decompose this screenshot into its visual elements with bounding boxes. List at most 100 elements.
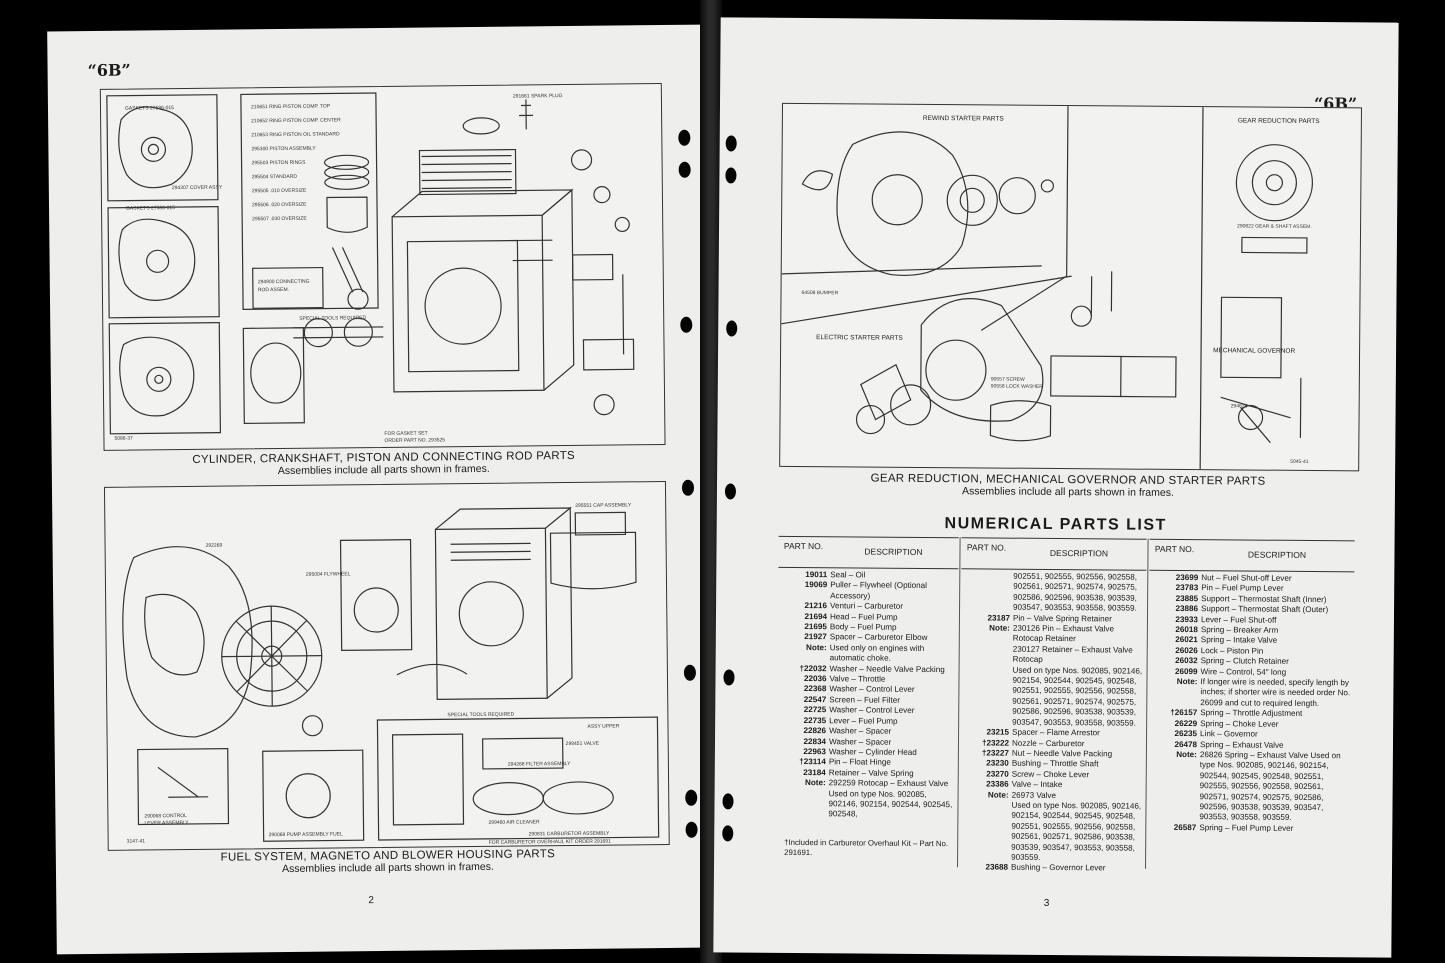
svg-text:FOR CARBURETOR OVERHAUL KIT OR: FOR CARBURETOR OVERHAUL KIT ORDER 291691: [489, 839, 611, 846]
svg-text:GASKETS 27586-015: GASKETS 27586-015: [126, 205, 175, 212]
svg-text:LEVER ASSEMBLY: LEVER ASSEMBLY: [144, 820, 189, 826]
svg-text:295506 .020 OVERSIZE: 295506 .020 OVERSIZE: [252, 202, 307, 209]
svg-text:294900 CONNECTING: 294900 CONNECTING: [258, 279, 310, 286]
part-number: 21694: [804, 611, 828, 621]
binder-hole: [722, 825, 734, 842]
svg-text:295300 PISTON ASSEMBLY: 295300 PISTON ASSEMBLY: [251, 146, 316, 153]
svg-text:290831 CARBURETOR ASSEMBLY: 290831 CARBURETOR ASSEMBLY: [529, 831, 610, 838]
parts-list-row: Note:26826 Spring – Exhaust Valve Used o…: [1147, 750, 1353, 824]
part-number: †22032: [799, 663, 827, 673]
part-description: If longer wire is needed, specify length…: [1200, 677, 1351, 708]
part-number: 26032: [1175, 656, 1198, 666]
svg-text:295004 FLYWHEEL: 295004 FLYWHEEL: [306, 571, 351, 577]
part-number: 23688: [985, 862, 1009, 873]
carburetor-kit-footnote: †Included in Carburetor Overhaul Kit – P…: [784, 837, 949, 858]
parts-list-heading: NUMERICAL PARTS LIST: [944, 515, 1167, 534]
part-number: 23933: [1175, 614, 1199, 624]
header-description: DESCRIPTION: [864, 546, 923, 557]
part-description: Bushing – Governor Lever: [1010, 863, 1106, 873]
part-number: 23230: [986, 758, 1009, 768]
part-number: 26229: [1174, 718, 1198, 728]
part-number: 19069: [804, 580, 828, 590]
svg-text:90558 LOCK WASHER: 90558 LOCK WASHER: [991, 383, 1043, 389]
part-number: 26018: [1175, 624, 1198, 635]
svg-text:290822 GEAR & SHAFT ASSEM.: 290822 GEAR & SHAFT ASSEM.: [1237, 223, 1312, 230]
part-number: †23222: [981, 737, 1010, 748]
part-number: [960, 665, 1012, 728]
label-mechanical-governor: MECHANICAL GOVERNOR: [1213, 347, 1295, 355]
label-rewind-starter: REWIND STARTER PARTS: [923, 115, 1004, 123]
svg-text:5045-41: 5045-41: [1290, 459, 1309, 465]
part-number: 22725: [803, 705, 827, 715]
parts-list-row: Note:292259 Rotocap – Exhaust Valve Used…: [776, 778, 954, 821]
cylinder-parts-diagram: GASKETS 27586-015 GASKETS 27586-015 2943…: [99, 83, 666, 451]
svg-text:SPECIAL TOOLS REQUIRED: SPECIAL TOOLS REQUIRED: [447, 712, 514, 719]
svg-text:295551 CAP ASSEMBLY: 295551 CAP ASSEMBLY: [575, 502, 632, 509]
svg-text:290068 CONTROL: 290068 CONTROL: [144, 813, 187, 819]
caption-fuel: FUEL SYSTEM, MAGNETO AND BLOWER HOUSING …: [108, 847, 668, 877]
svg-text:299460 AIR CLEANER: 299460 AIR CLEANER: [488, 819, 540, 826]
parts-list-row: Note:230126 Pin – Exhaust Valve Rotocap …: [961, 623, 1145, 645]
part-description: Spring – Fuel Pump Lever: [1199, 822, 1294, 833]
caption-cylinder: CYLINDER, CRANKSHAFT, PISTON AND CONNECT…: [104, 449, 664, 479]
svg-text:64508 BUMPER: 64508 BUMPER: [801, 290, 838, 296]
part-number: [961, 644, 1013, 665]
part-number: 23270: [986, 769, 1009, 779]
svg-text:294625: 294625: [1231, 403, 1248, 409]
binder-hole: [681, 479, 695, 496]
header-description: DESCRIPTION: [1247, 549, 1307, 560]
binder-hole: [685, 789, 698, 806]
binder-hole: [683, 664, 697, 681]
svg-text:GASKETS 27586-015: GASKETS 27586-015: [125, 105, 174, 112]
part-description: 230126 Pin – Exhaust Valve Rotocap Retai…: [1012, 623, 1115, 644]
svg-text:210653 RING PISTON OIL STANDAR: 210653 RING PISTON OIL STANDARD: [251, 131, 340, 138]
part-description: Used only on engines with automatic chok…: [829, 643, 925, 663]
svg-text:298451 VALVE: 298451 VALVE: [566, 741, 600, 747]
part-number: 23699: [1175, 572, 1199, 583]
table-header-col2: PART NO. DESCRIPTION: [961, 537, 1147, 571]
part-number: 23215: [986, 727, 1010, 737]
part-number: 22735: [803, 715, 827, 725]
right-page: “6B”: [713, 17, 1399, 958]
part-number: †26157: [1170, 708, 1198, 718]
svg-text:295504 STANDARD: 295504 STANDARD: [252, 174, 298, 180]
parts-list-row: Note:If longer wire is needed, specify l…: [1148, 677, 1353, 710]
table-header-col1: PART NO. DESCRIPTION: [778, 535, 959, 570]
part-number: Note:: [987, 790, 1009, 800]
model-code-left: “6B”: [87, 60, 131, 81]
part-number: 22547: [803, 694, 827, 705]
svg-text:295505 .010 OVERSIZE: 295505 .010 OVERSIZE: [252, 188, 307, 195]
svg-text:295507 .030 OVERSIZE: 295507 .030 OVERSIZE: [252, 216, 307, 223]
part-number: 21695: [804, 622, 827, 632]
svg-text:90557 SCREW: 90557 SCREW: [991, 376, 1025, 382]
svg-text:210652 RING PISTON COMP. CENTE: 210652 RING PISTON COMP. CENTER: [251, 117, 341, 124]
part-number: Note:: [1176, 749, 1197, 760]
part-number: †23227: [981, 748, 1009, 758]
fuel-system-diagram: 292269 295004 FLYWHEEL 295551 CAP ASSEMB…: [103, 480, 670, 851]
part-number: [961, 571, 1013, 613]
svg-text:295503 PISTON RINGS: 295503 PISTON RINGS: [252, 160, 307, 167]
part-number: 22368: [803, 684, 827, 694]
part-number: 23184: [803, 767, 826, 777]
header-part-no: PART NO.: [966, 542, 1007, 553]
part-number: 26587: [1173, 822, 1197, 832]
part-number: 21927: [804, 632, 827, 642]
part-number: 22826: [803, 726, 827, 736]
part-description: Used on type Nos. 902085, 902146, 902154…: [1012, 665, 1143, 728]
svg-text:FOR GASKET SET: FOR GASKET SET: [384, 430, 427, 436]
part-number: 26026: [1175, 645, 1198, 655]
svg-text:ROD ASSEM.: ROD ASSEM.: [258, 287, 289, 293]
page-number-left: 2: [368, 895, 374, 907]
binder-hole: [723, 669, 735, 686]
svg-text:ORDER PART NO. 293525: ORDER PART NO. 293525: [384, 437, 445, 444]
part-number: 23187: [987, 613, 1011, 623]
label-gear-reduction: GEAR REDUCTION PARTS: [1238, 117, 1320, 125]
cylinder-parts-drawing: GASKETS 27586-015 GASKETS 27586-015 2943…: [106, 92, 635, 444]
part-number: 22834: [803, 736, 827, 746]
part-number: 23885: [1175, 593, 1199, 603]
part-number: 22036: [803, 674, 827, 684]
